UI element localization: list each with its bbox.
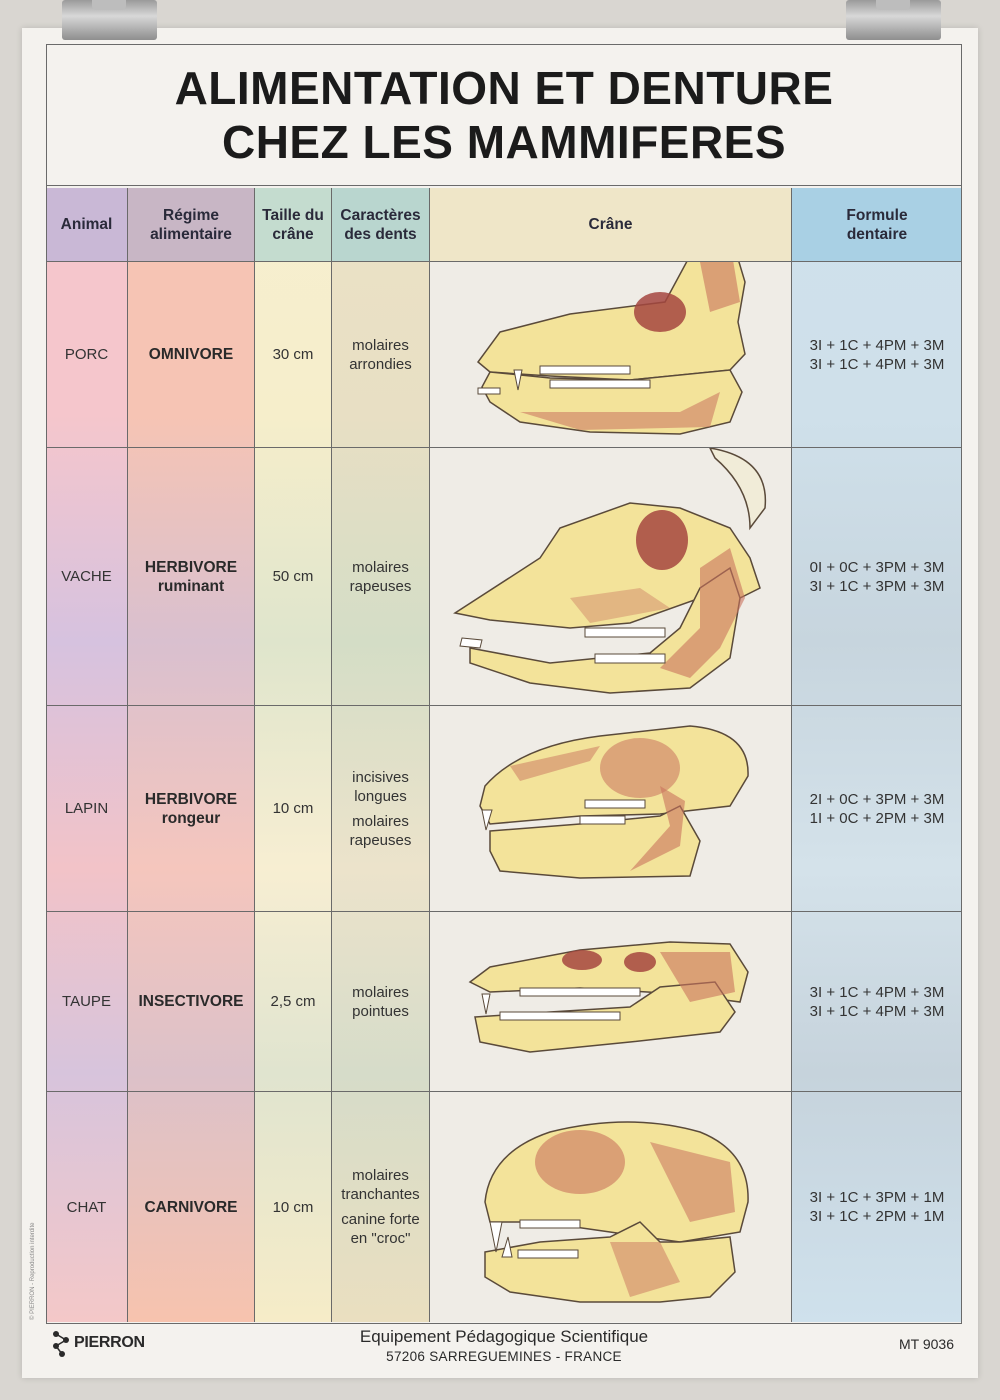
binder-clip-right bbox=[846, 0, 941, 40]
molecule-icon bbox=[53, 1331, 69, 1357]
mole-skull-illustration bbox=[468, 941, 749, 1053]
cell-animal-4: CHAT bbox=[66, 1198, 107, 1216]
cell-taille-3: 2,5 cm bbox=[255, 912, 331, 1092]
copyright-note: © PIERRON - Reproduction interdite bbox=[30, 1222, 36, 1320]
binder-clip-left bbox=[62, 0, 157, 40]
cell-animal-3: TAUPE bbox=[46, 912, 127, 1092]
cell-taille-1: 50 cm bbox=[255, 448, 331, 706]
cell-regime-3: INSECTIVORE bbox=[128, 912, 254, 1092]
skull-cell-lapin bbox=[430, 706, 791, 912]
cell-animal-2: LAPIN bbox=[46, 706, 127, 912]
table-frame bbox=[46, 44, 962, 1324]
poster-title: ALIMENTATION ET DENTURE CHEZ LES MAMMIFE… bbox=[46, 44, 962, 186]
reference-code: MT 9036 bbox=[899, 1336, 954, 1352]
title-line-2: CHEZ LES MAMMIFERES bbox=[221, 115, 787, 168]
cow-skull-illustration bbox=[453, 448, 767, 694]
footer-address: Equipement Pédagogique Scientifique 5720… bbox=[359, 1327, 649, 1364]
cell-taille-4: 10 cm bbox=[272, 1198, 314, 1216]
column-crane: Crâne bbox=[430, 188, 792, 1322]
rabbit-skull-illustration bbox=[479, 725, 749, 879]
poster-footer: PIERRON Equipement Pédagogique Scientifi… bbox=[46, 1326, 962, 1376]
header-crane: Crâne bbox=[430, 188, 791, 262]
cell-regime-0: OMNIVORE bbox=[128, 262, 254, 448]
cell-animal-1: VACHE bbox=[46, 448, 127, 706]
cat-skull-illustration bbox=[484, 1121, 749, 1303]
header-animal: Animal bbox=[46, 188, 127, 262]
skull-cell-porc bbox=[430, 262, 791, 448]
pierron-logo: PIERRON bbox=[50, 1328, 145, 1358]
skull-cell-chat bbox=[430, 1092, 791, 1322]
column-animal: Animal PORC VACHE LAPIN TAUPE CHAT bbox=[46, 188, 128, 1322]
skull-cell-taupe bbox=[430, 912, 791, 1092]
cell-taille-0: 30 cm bbox=[255, 262, 331, 448]
cell-regime-4: CARNIVORE bbox=[144, 1198, 238, 1216]
title-line-1: ALIMENTATION ET DENTURE bbox=[174, 61, 834, 114]
skull-cell-vache bbox=[430, 448, 791, 706]
cell-animal-0: PORC bbox=[46, 262, 127, 448]
pig-skull-illustration bbox=[476, 262, 746, 435]
cell-taille-2: 10 cm bbox=[255, 706, 331, 912]
